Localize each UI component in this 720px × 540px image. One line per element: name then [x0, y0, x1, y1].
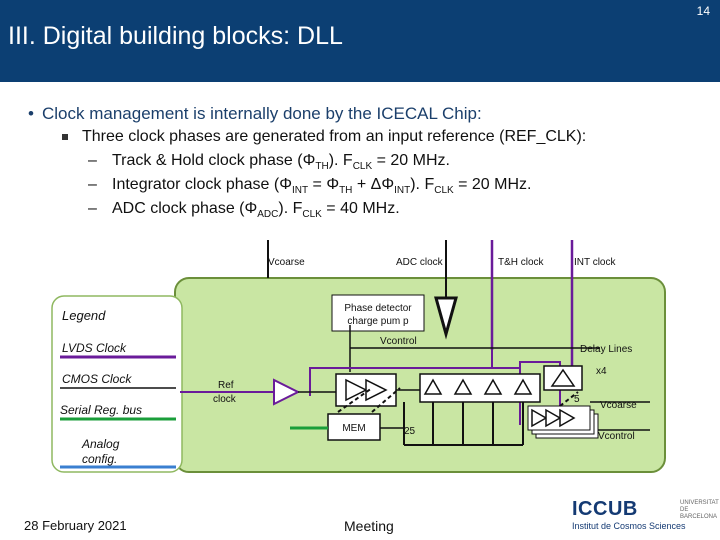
bullet-level3-int: –Integrator clock phase (ΦINT = ΦTH + ΔΦ…	[88, 176, 531, 196]
delay-tri-d	[513, 378, 533, 395]
dashed-line-2	[371, 387, 401, 413]
int-sub-3: INT	[394, 185, 411, 197]
delay-cell-1-triangle-b	[365, 378, 388, 402]
int-sub-2: TH	[339, 185, 353, 197]
label-ref-clock-1: Ref	[218, 380, 234, 391]
label-vcoarse-top: Vcoarse	[268, 257, 305, 268]
int-text-4: ). F	[410, 176, 435, 193]
label-vcontrol-right: Vcontrol	[598, 431, 635, 442]
iccub-logo: ICCUB Institut de Cosmos Sciences	[572, 498, 686, 531]
adc-sub-1: ADC	[257, 209, 279, 221]
label-vcoarse-right: Vcoarse	[600, 400, 637, 411]
logo-text: ICCUB	[572, 498, 638, 520]
adc-text-1: ADC clock phase (Φ	[112, 200, 258, 217]
slide-number: 14	[696, 4, 710, 18]
bullet-level1: • Clock management is internally done by …	[28, 104, 482, 124]
int-text-5: = 20 MHz.	[453, 176, 532, 193]
fine-tri-c	[559, 408, 576, 428]
int-text-2: = Φ	[308, 176, 340, 193]
adc-text-3: = 40 MHz.	[321, 200, 400, 217]
th-text-1: Track & Hold clock phase (Φ	[112, 152, 316, 169]
th-text-2: ). F	[328, 152, 353, 169]
slide-header: III. Digital building blocks: DLL 14	[0, 0, 720, 82]
coarse-triangle	[550, 368, 576, 387]
th-sub-1: TH	[315, 161, 329, 173]
delay-tri-a	[423, 378, 443, 395]
label-mem: MEM	[342, 423, 365, 434]
delay-tri-b	[453, 378, 473, 395]
bullet-square-icon	[62, 133, 68, 140]
label-ref-clock-2: clock	[213, 394, 237, 405]
logo-sub: Institut de Cosmos Sciences	[572, 521, 686, 531]
th-text-3: = 20 MHz.	[372, 152, 450, 169]
bullet-dot-icon: •	[28, 104, 34, 123]
dashed-line-3	[559, 391, 579, 407]
dash-icon: –	[88, 200, 97, 217]
bullet-level2: Three clock phases are generated from an…	[62, 128, 586, 146]
fine-tri-a	[531, 408, 548, 428]
dash-icon: –	[88, 152, 97, 169]
label-delay-lines: Delay Lines	[580, 344, 632, 355]
bullet-level2-text: Three clock phases are generated from an…	[82, 128, 587, 145]
bullet-level1-text: Clock management is internally done by t…	[42, 104, 482, 123]
ref-clock-buffer	[273, 378, 301, 406]
adc-sub-2: CLK	[302, 209, 322, 221]
delay-tri-c	[483, 378, 503, 395]
th-sub-2: CLK	[352, 161, 373, 173]
int-text-1: Integrator clock phase (Φ	[112, 176, 292, 193]
dash-icon: –	[88, 176, 97, 193]
legend-block	[51, 295, 183, 473]
label-th-clock: T&H clock	[498, 257, 545, 268]
phase-detector-label-2: charge pum p	[347, 316, 409, 327]
legend-title: Legend	[62, 308, 106, 323]
fine-tri-b	[545, 408, 562, 428]
label-adc-clock: ADC clock	[396, 257, 444, 268]
phase-detector-box	[331, 294, 425, 332]
footer-event: Meeting	[344, 518, 394, 534]
slide-title: III. Digital building blocks: DLL	[8, 22, 343, 50]
footer-date: 28 February 2021	[24, 518, 127, 533]
legend-analog-label-2: config.	[82, 452, 117, 466]
legend-lvds-label: LVDS Clock	[62, 341, 127, 355]
legend-cmos-label: CMOS Clock	[62, 372, 132, 386]
int-sub-1: INT	[291, 185, 309, 197]
legend-analog-label-1: Analog	[81, 437, 120, 451]
phase-detector-label-1: Phase detector	[344, 303, 412, 314]
label-vcontrol-mid: Vcontrol	[380, 336, 417, 347]
label-x4: x4	[596, 366, 607, 377]
label-5: 5	[574, 394, 580, 405]
adc-text-2: ). F	[278, 200, 303, 217]
bullet-level3-th: –Track & Hold clock phase (ΦTH). FCLK = …	[88, 152, 450, 172]
int-text-3: + ΔΦ	[352, 176, 395, 193]
bullet-level3-adc: –ADC clock phase (ΦADC). FCLK = 40 MHz.	[88, 200, 400, 220]
int-sub-4: CLK	[434, 185, 454, 197]
label-25: 25	[404, 426, 416, 437]
university-logo: UNIVERSITAT DE BARCELONA	[680, 500, 719, 520]
delay-cell-1-triangle	[345, 378, 368, 402]
label-int-clock: INT clock	[574, 257, 616, 268]
legend-serial-label: Serial Reg. bus	[60, 403, 142, 417]
